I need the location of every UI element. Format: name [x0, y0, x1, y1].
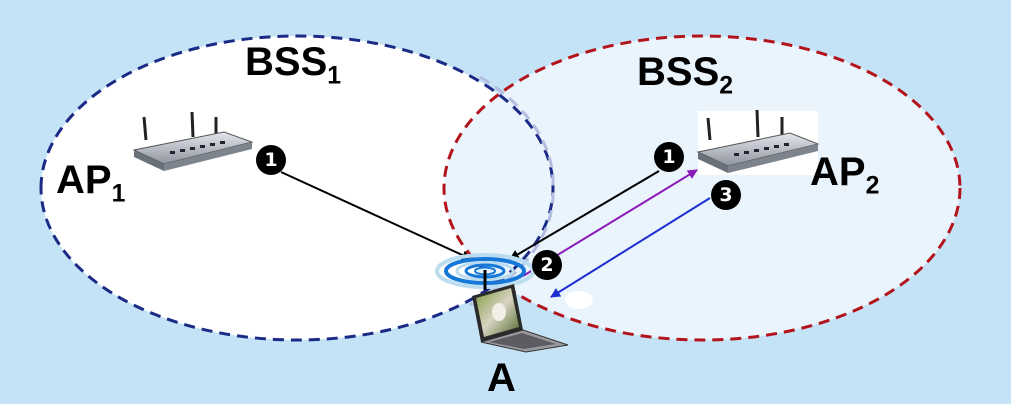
wireless-signal-icon — [435, 253, 535, 290]
ap1-router-icon — [132, 111, 254, 174]
step1-arrow-ap1-to-a — [280, 171, 472, 260]
station-a-label: A — [487, 356, 516, 400]
bss2-boundary — [442, 34, 962, 342]
step2-marker: 2 — [532, 250, 562, 280]
step1-arrow-ap2-to-a — [509, 170, 660, 260]
step3-marker: 3 — [711, 180, 741, 210]
bss1-boundary-overlap — [469, 75, 555, 307]
bss2-area — [444, 36, 960, 340]
ap1-name: AP — [56, 158, 112, 202]
highlight-dot — [565, 291, 593, 309]
bss2-name: BSS — [637, 50, 720, 94]
ap2-router-icon — [696, 109, 820, 175]
bss1-boundary — [39, 34, 555, 342]
station-a-laptop-icon — [472, 284, 569, 353]
step1-marker-ap2: 1 — [654, 142, 684, 172]
ap1-label: AP1 — [56, 160, 125, 207]
bss1-label: BSS1 — [245, 42, 341, 89]
bss1-name: BSS — [245, 40, 328, 84]
bss2-subscript: 2 — [719, 72, 734, 100]
step3-arrow-ap2-to-a — [550, 197, 711, 298]
ap2-label: AP2 — [810, 152, 879, 199]
bss1-subscript: 1 — [327, 62, 342, 90]
bss2-label: BSS2 — [637, 52, 733, 99]
ap1-subscript: 1 — [111, 180, 126, 208]
ap2-subscript: 2 — [865, 172, 880, 200]
ap2-name: AP — [810, 150, 866, 194]
step1-marker-ap1: 1 — [256, 145, 286, 175]
